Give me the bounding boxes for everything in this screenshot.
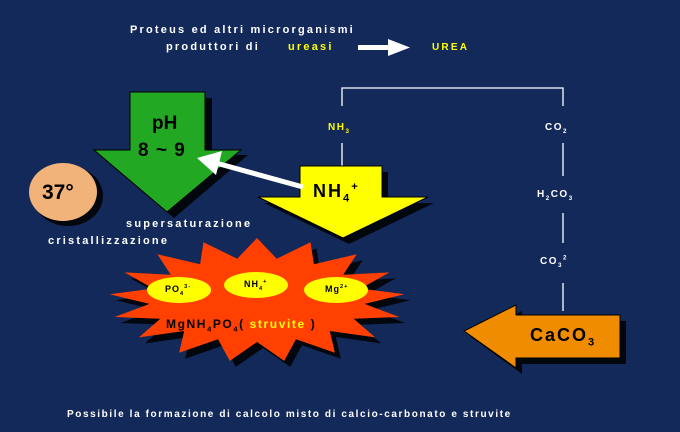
footer-note: Possibile la formazione di calcolo misto… bbox=[67, 409, 512, 420]
process-supersaturation: supersaturazione bbox=[126, 218, 253, 230]
ph-label: pH bbox=[152, 113, 178, 134]
co2-label: CO2 bbox=[545, 122, 568, 135]
caco3-left-arrow bbox=[463, 304, 626, 374]
ph-value: 8 ~ 9 bbox=[138, 140, 186, 161]
ion-ellipse-nh4 bbox=[224, 272, 288, 298]
co3-label: CO32 bbox=[540, 254, 568, 269]
ion-ellipse-po4 bbox=[147, 277, 211, 303]
urea-branch-lines bbox=[341, 87, 564, 311]
right-arrow-icon bbox=[358, 39, 410, 56]
urea-label: UREA bbox=[432, 42, 470, 53]
header-line1: Proteus ed altri microrganismi bbox=[130, 24, 355, 36]
header-ureasi: ureasi bbox=[288, 41, 334, 53]
struvite-formula: MgNH4PO4( struvite ) bbox=[166, 317, 317, 334]
temperature-disc bbox=[29, 163, 103, 226]
header-line2-prefix: produttori di bbox=[166, 41, 260, 53]
h2co3-label: H2CO3 bbox=[537, 189, 574, 202]
ion-ellipse-mg bbox=[304, 277, 368, 303]
process-crystallization: cristallizzazione bbox=[48, 235, 170, 247]
caco3-label: CaCO3 bbox=[530, 325, 597, 349]
left-arrow-icon bbox=[197, 151, 304, 190]
nh3-label: NH3 bbox=[328, 122, 351, 135]
ion-po4-label: PO43- bbox=[165, 284, 192, 297]
ion-nh4-label: NH4+ bbox=[244, 279, 268, 292]
nh4-arrow-label: NH4+ bbox=[313, 181, 360, 205]
ph-down-arrow bbox=[92, 91, 248, 218]
ion-mg-label: Mg2+ bbox=[325, 284, 349, 294]
temperature-label: 37° bbox=[42, 181, 74, 204]
nh4-down-arrow bbox=[257, 165, 434, 244]
struvite-burst bbox=[109, 238, 411, 367]
